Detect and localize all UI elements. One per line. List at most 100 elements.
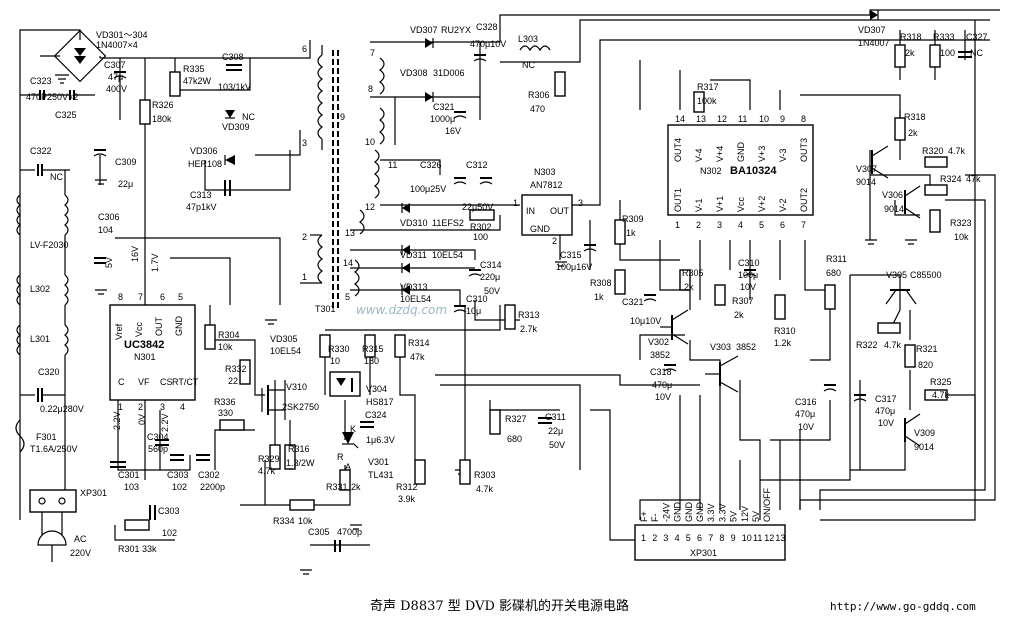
optocoupler-v304 [319,334,406,397]
uc3842-pin3: 3 [160,402,165,412]
tl431-v301 [342,409,552,485]
label-r331: R331 [326,482,348,492]
connector-pin-number: 6 [697,533,702,543]
ba10324-bottom-pin-label: OUT2 [799,188,809,212]
label-v16: 16V [130,246,140,262]
label-v309-val: 9014 [914,442,934,452]
ba10324-top-pin: 10 [759,114,769,124]
connector-pin-number: 13 [775,533,785,543]
label-r324-val: 47k [966,174,981,184]
label-c324: C324 [365,410,387,420]
uc3842-vcc: Vcc [134,321,144,337]
output-connector [634,524,786,561]
label-r326-val: 180k [152,114,172,124]
label-c311: C311 [545,412,566,422]
label-c305-val: 4700p [337,527,362,537]
uc3842-vref: Vref [114,323,124,340]
label-r326: R326 [152,100,174,110]
label-r318a-val: 2k [905,48,915,58]
ic-an7812 [521,194,573,236]
label-l301: L301 [30,334,50,344]
label-c316-v1: 470μ [795,409,815,419]
label-r322: R322 [856,340,878,350]
label-v309: V309 [914,428,935,438]
connector-pin-label: 3.3V [706,503,716,522]
mosfet-v310 [261,380,286,420]
label-vd310-val: 11EFS2 [432,218,464,228]
label-v304: V304 [366,384,387,394]
ba10324-bottom-pin: 6 [780,220,785,230]
label-v17: 1.7V [150,253,160,272]
label-k: K [350,424,356,434]
label-c306-val: 104 [98,225,113,235]
ba10324-top-pin-label: GND [736,142,746,163]
label-l303-val: NC [522,60,535,70]
t301-pin6: 6 [302,44,307,54]
uc3842-ref: N301 [134,352,156,362]
label-r306: R306 [528,90,550,100]
label-vd301-val: 1N4007×4 [96,40,138,50]
label-r332: R332 [225,364,247,374]
t301-pin11: 11 [388,160,397,170]
label-c306: C306 [98,212,120,222]
label-r329-val: 4.7k [258,466,276,476]
label-c321b: C321 [622,297,644,307]
label-c317: C317 [875,394,897,404]
an7812-out: OUT [550,206,570,216]
label-c316: C316 [795,397,817,407]
label-r302: R302 [470,222,492,232]
label-c304: C304 [147,432,169,442]
ba10324-top-pin-label: OUT4 [673,138,683,162]
label-c312: C312 [466,160,488,170]
label-ac: AC [74,534,87,544]
ba10324-bottom-pin: 3 [717,220,722,230]
label-vd306: VD306 [190,146,218,156]
ba10324-top-pin-label: V+4 [715,146,725,162]
label-r329: R329 [258,454,280,464]
label-c324-val: 1μ6.3V [366,435,395,445]
label-v302: V302 [648,337,669,347]
label-v22a: 2.2V [112,411,122,430]
label-t301: T301 [315,304,336,314]
source-url: http://www.go-gddq.com [830,600,976,613]
label-v0: 0V [137,414,147,425]
label-vd307a: VD307 [410,25,438,35]
label-c328-val: 470μ10V [470,39,506,49]
uc3842-name: UC3842 [124,339,164,351]
label-c303b: C303 [158,506,180,516]
label-vd311-val: 10EL54 [432,250,463,260]
ba10324-bottom-pin-label: Vcc [736,196,746,212]
label-r310: R310 [774,326,796,336]
label-c325: C325 [55,110,77,120]
label-c307: C307 [104,60,126,70]
label-vd306-val: HER108 [188,159,222,169]
label-r313: R313 [518,310,540,320]
t301-pin8: 8 [368,84,373,94]
uc3842-pin7: 7 [138,292,143,302]
label-c326-val: 100μ25V [410,184,446,194]
label-c310b-v2: 10V [740,282,756,292]
label-r318a: R318 [900,32,922,42]
label-c314-v1: 220μ [480,272,500,282]
label-r307-val: 2k [734,310,744,320]
label-vd313-val: 10EL54 [400,294,431,304]
connector-pin-label: 5V [751,511,761,522]
connector-pin-number: 12 [764,533,774,543]
uc3842-peripherals [110,324,351,552]
label-r322-val: 4.7k [884,340,902,350]
t301-pin10: 10 [365,137,375,147]
label-r316: R316 [288,444,310,454]
t301-pin1: 1 [302,272,307,282]
primary-components [93,64,242,264]
label-r313-val: 2.7k [520,324,538,334]
label-r330-val: 10 [330,356,340,366]
an7812-pin2: 2 [552,236,557,246]
label-ac-val: 220V [70,548,91,558]
label-v303: V303 [710,342,731,352]
t301-pin5: 5 [345,292,350,302]
ac-connector [29,489,77,562]
connector-pin-number: 1 [641,533,646,543]
label-c311-v2: 50V [549,440,565,450]
connector-pin-number: 5 [686,533,691,543]
uc3842-c: C [118,377,125,387]
